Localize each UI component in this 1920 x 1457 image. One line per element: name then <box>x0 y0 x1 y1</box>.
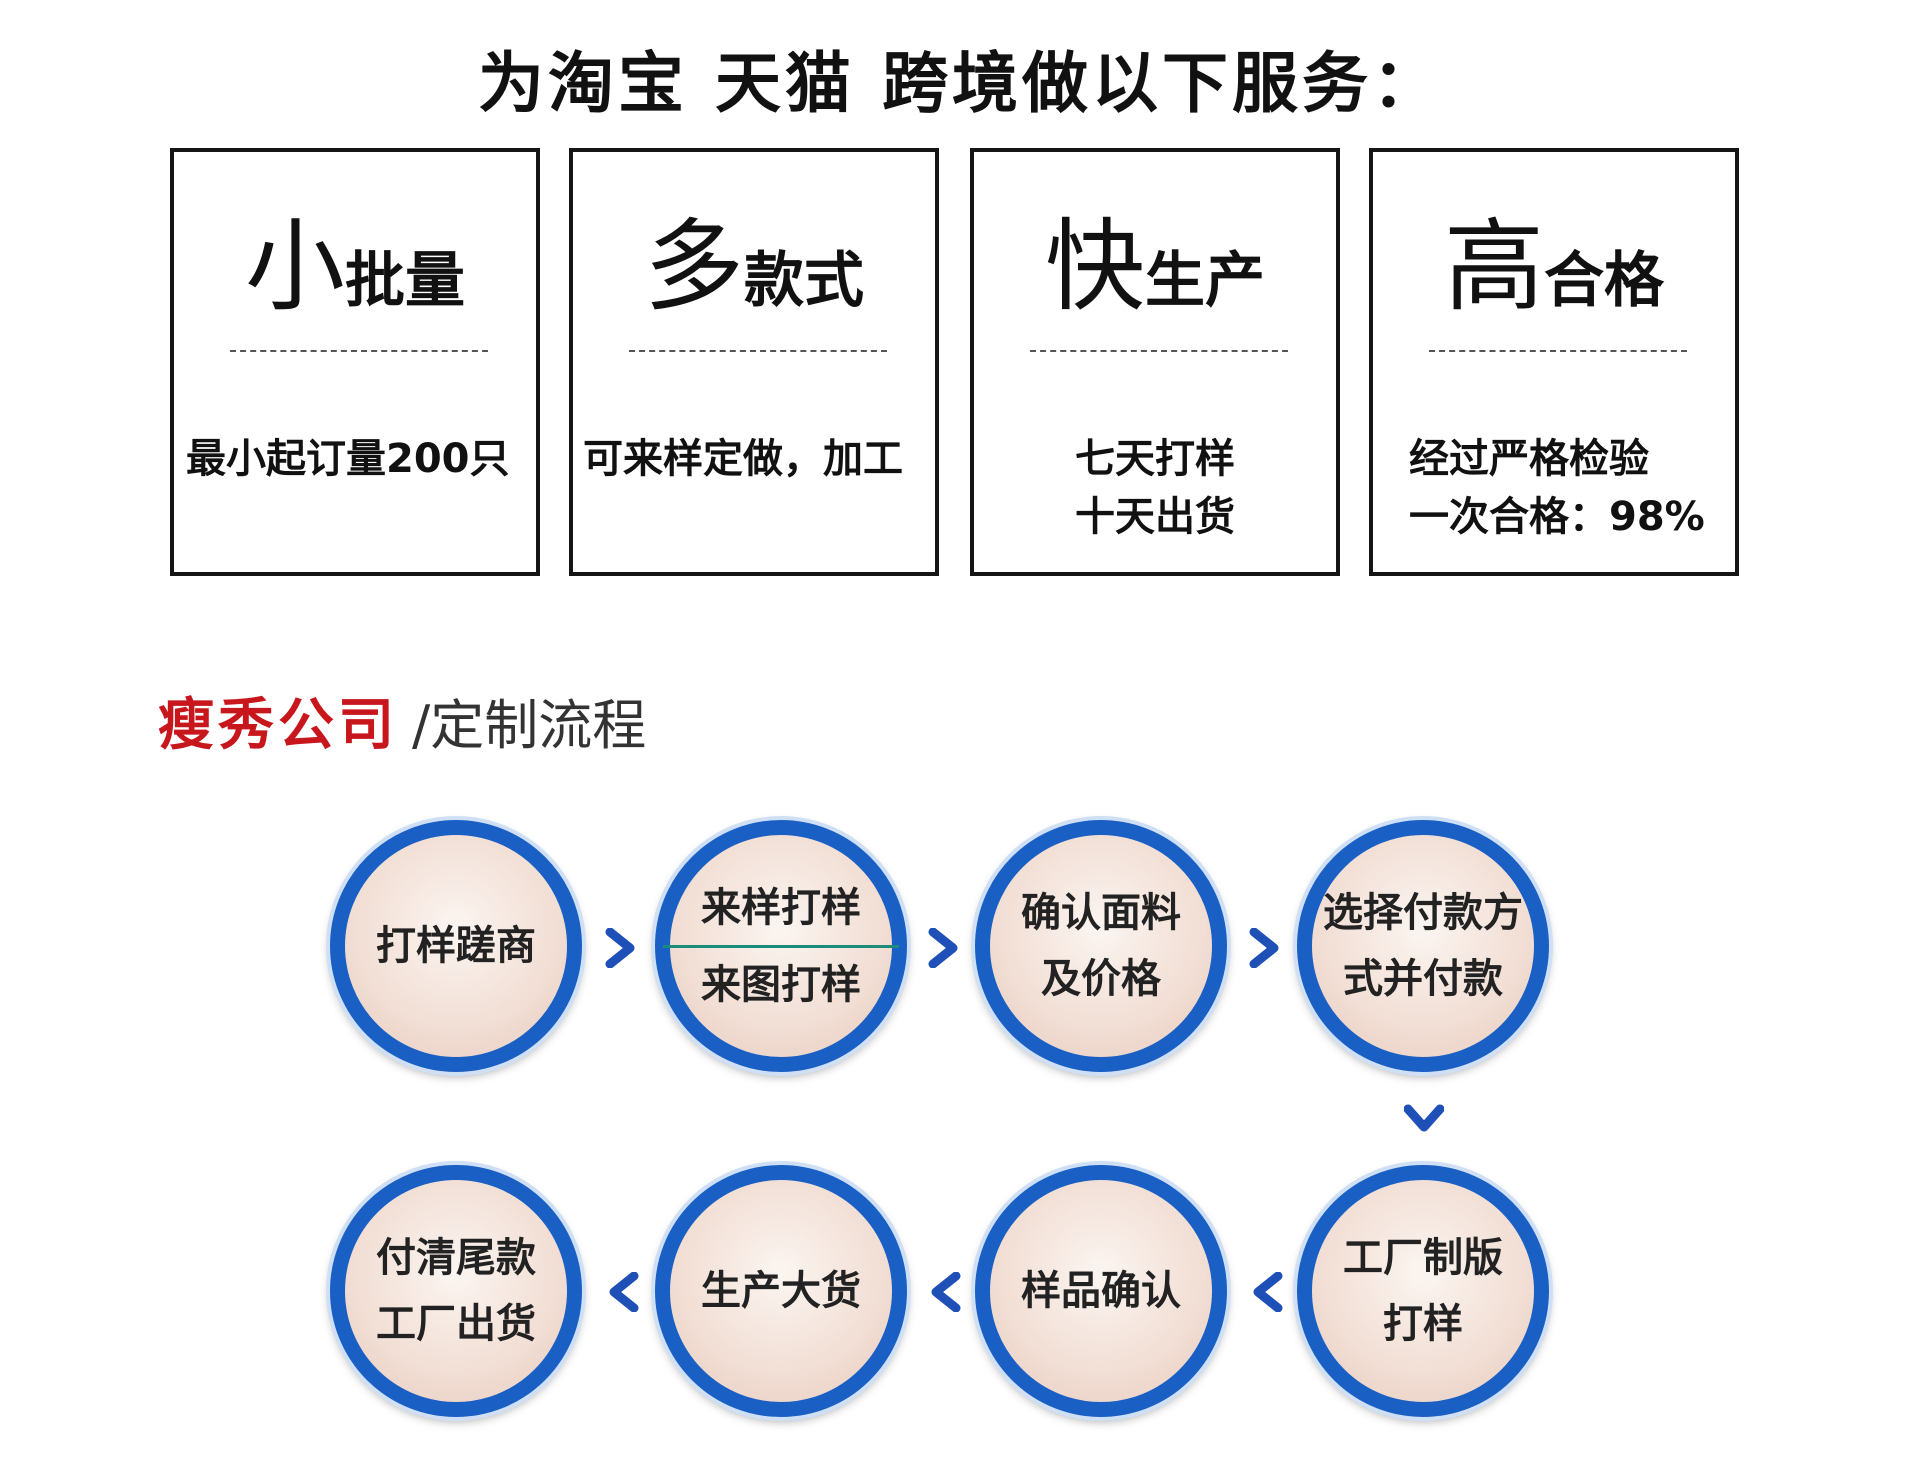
process-step-6: 样品确认 <box>975 1165 1227 1417</box>
step-line: 来样打样 <box>701 884 861 931</box>
service-description: 可来样定做，加工 <box>573 430 945 488</box>
dashed-divider <box>230 350 488 352</box>
step-line: 付清尾款 <box>376 1235 536 1281</box>
service-big-char: 小 <box>245 208 345 325</box>
step-line: 工厂制版 <box>1343 1235 1503 1281</box>
step-divider <box>663 944 899 948</box>
step-label: 选择付款方 式并付款 <box>1312 835 1534 1057</box>
step-label: 样品确认 <box>990 1180 1212 1402</box>
step-label: 确认面料 及价格 <box>990 835 1212 1057</box>
chevron-down-icon <box>1404 1104 1444 1132</box>
chevron-right-icon <box>605 928 635 968</box>
process-step-4: 选择付款方 式并付款 <box>1297 820 1549 1072</box>
dashed-divider <box>1030 350 1288 352</box>
step-label: 付清尾款 工厂出货 <box>345 1180 567 1402</box>
process-step-1: 打样蹉商 <box>330 820 582 1072</box>
service-heading: 多款式 <box>573 212 935 336</box>
service-box-many-styles: 多款式 可来样定做，加工 <box>569 148 939 576</box>
service-big-char: 多 <box>644 208 744 325</box>
service-desc-line: 一次合格：98% <box>1409 494 1705 540</box>
service-description: 经过严格检验 一次合格：98% <box>1373 430 1771 546</box>
step-line: 来图打样 <box>701 961 861 1008</box>
step-line: 生产大货 <box>701 1268 861 1314</box>
step-line: 及价格 <box>1041 956 1161 1002</box>
service-box-high-quality: 高合格 经过严格检验 一次合格：98% <box>1369 148 1739 576</box>
chevron-left-icon <box>931 1272 961 1312</box>
service-description: 七天打样 十天出货 <box>974 430 1336 546</box>
process-step-7: 生产大货 <box>655 1165 907 1417</box>
step-line: 样品确认 <box>1021 1268 1181 1314</box>
service-small-text: 生产 <box>1145 246 1265 316</box>
step-line: 打样 <box>1383 1301 1463 1347</box>
service-small-text: 合格 <box>1544 246 1664 316</box>
process-step-2: 来样打样 来图打样 <box>655 820 907 1072</box>
process-step-5: 工厂制版 打样 <box>1297 1165 1549 1417</box>
step-label: 工厂制版 打样 <box>1312 1180 1534 1402</box>
service-heading: 高合格 <box>1373 212 1735 336</box>
chevron-right-icon <box>928 928 958 968</box>
step-label: 打样蹉商 <box>345 835 567 1057</box>
dashed-divider <box>1429 350 1687 352</box>
service-desc-line: 可来样定做，加工 <box>583 436 903 482</box>
service-small-text: 批量 <box>345 246 465 316</box>
dashed-divider <box>629 350 887 352</box>
step-line: 打样蹉商 <box>376 923 536 969</box>
company-name: 瘦秀公司 <box>158 693 398 758</box>
process-section-title: 瘦秀公司/定制流程 <box>158 680 646 761</box>
step-line: 确认面料 <box>1021 890 1181 936</box>
service-big-char: 高 <box>1444 208 1544 325</box>
service-desc-line: 经过严格检验 <box>1409 436 1649 482</box>
service-desc-line: 最小起订量200只 <box>186 436 510 482</box>
service-desc-line: 七天打样 <box>1075 436 1235 482</box>
process-step-3: 确认面料 及价格 <box>975 820 1227 1072</box>
chevron-right-icon <box>1249 928 1279 968</box>
step-label: 来样打样 来图打样 <box>663 835 899 1057</box>
service-box-fast-production: 快生产 七天打样 十天出货 <box>970 148 1340 576</box>
service-small-text: 款式 <box>744 246 864 316</box>
process-step-8: 付清尾款 工厂出货 <box>330 1165 582 1417</box>
service-big-char: 快 <box>1045 208 1145 325</box>
headline: 为淘宝 天猫 跨境做以下服务： <box>478 45 1442 122</box>
service-heading: 小批量 <box>174 212 536 336</box>
step-line: 式并付款 <box>1343 956 1503 1002</box>
process-subtitle: /定制流程 <box>412 694 647 757</box>
service-heading: 快生产 <box>974 212 1336 336</box>
chevron-left-icon <box>609 1272 639 1312</box>
service-box-small-batch: 小批量 最小起订量200只 <box>170 148 540 576</box>
step-line: 工厂出货 <box>376 1301 536 1347</box>
service-description: 最小起订量200只 <box>174 430 548 488</box>
step-label: 生产大货 <box>670 1180 892 1402</box>
service-desc-line: 十天出货 <box>1075 494 1235 540</box>
step-line: 选择付款方 <box>1323 890 1523 936</box>
chevron-left-icon <box>1253 1272 1283 1312</box>
